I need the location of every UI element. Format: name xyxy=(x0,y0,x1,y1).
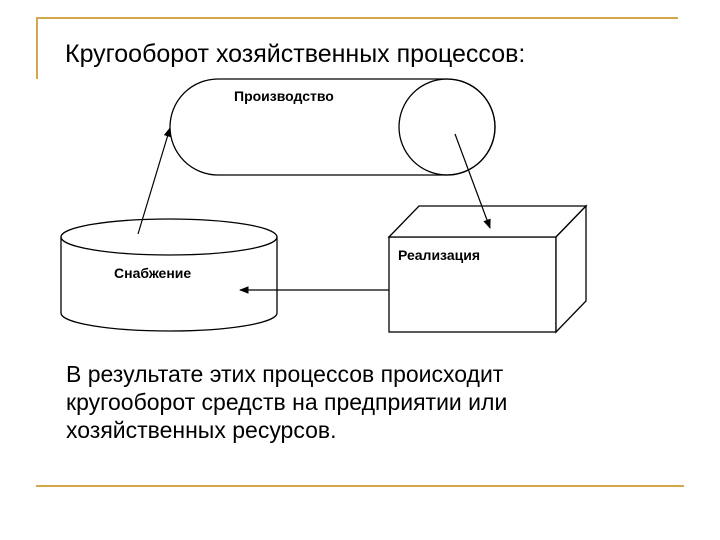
body-paragraph: В результате этих процессов происходит к… xyxy=(66,360,686,444)
supply-cylinder-top xyxy=(60,218,278,256)
production-label: Производство xyxy=(234,88,334,104)
sales-box-shape xyxy=(387,204,588,334)
bottom-divider-line xyxy=(36,485,684,487)
top-divider-line xyxy=(36,17,678,19)
body-line: хозяйственных ресурсов. xyxy=(66,417,337,443)
production-capsule-shape xyxy=(169,78,496,176)
left-divider-line xyxy=(36,17,38,79)
body-line: В результате этих процессов происходит xyxy=(66,361,504,387)
arrow-supply-to-production xyxy=(137,127,172,235)
production-capsule-end-circle xyxy=(398,78,496,176)
sales-label: Реализация xyxy=(398,247,480,263)
sales-box-side-face xyxy=(555,204,587,334)
supply-label: Снабжение xyxy=(114,265,191,281)
slide-title: Кругооборот хозяйственных процессов: xyxy=(65,40,526,68)
body-line: кругооборот средств на предприятии или xyxy=(66,389,508,415)
supply-cylinder-shape xyxy=(60,218,278,332)
arrow-production-to-sales xyxy=(454,133,491,229)
